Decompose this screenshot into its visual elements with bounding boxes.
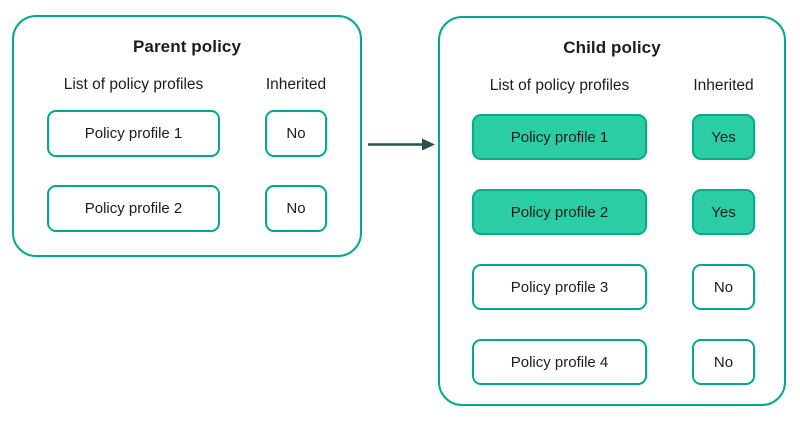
child-policy-profile-1: Policy profile 1 [472,114,647,160]
child-inherited-flag-2: Yes [692,189,755,235]
child-profiles-column-header: List of policy profiles [489,77,630,94]
right-arrow-icon [366,136,436,153]
parent-policy-profile-2: Policy profile 2 [47,185,220,232]
parent-inherited-flag-1: No [265,110,327,157]
child-policy-profile-2: Policy profile 2 [472,189,647,235]
child-policy-box: Child policy List of policy profiles Inh… [438,16,786,406]
child-inherited-flag-1: Yes [692,114,755,160]
parent-inherited-column-header: Inherited [265,76,327,93]
child-policy-profile-3: Policy profile 3 [472,264,647,310]
parent-policy-profile-1: Policy profile 1 [47,110,220,157]
parent-policy-title: Parent policy [132,37,242,56]
child-inherited-flag-3: No [692,264,755,310]
child-policy-title: Child policy [563,38,661,57]
parent-policy-box: Parent policy List of policy profiles In… [12,15,362,257]
child-inherited-flag-4: No [692,339,755,385]
parent-inherited-flag-2: No [265,185,327,232]
child-policy-profile-4: Policy profile 4 [472,339,647,385]
child-inherited-column-header: Inherited [693,77,754,94]
parent-profiles-column-header: List of policy profiles [63,76,204,93]
